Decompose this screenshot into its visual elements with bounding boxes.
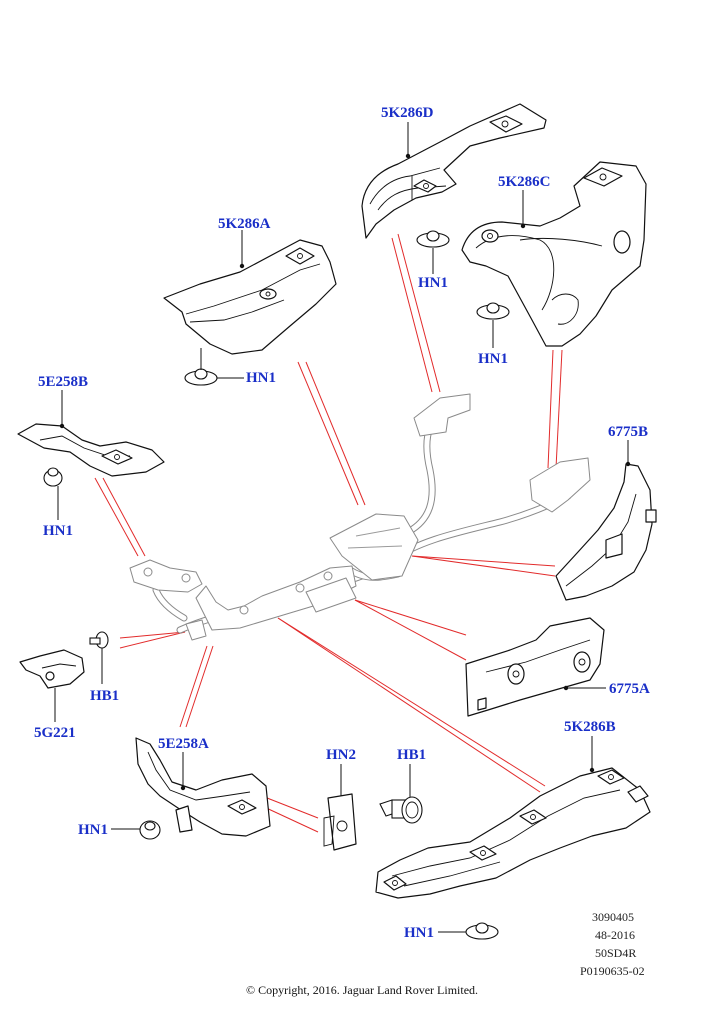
bracket-5g221 [19, 649, 85, 689]
label-5k286a: 5K286A [218, 216, 271, 232]
label-hn1-bottom: HN1 [404, 925, 434, 941]
label-hn1-5e258a: HN1 [78, 822, 108, 838]
bolt-hb1-left [89, 631, 109, 649]
heat-shield-5k286b [375, 767, 651, 899]
label-hb1-right: HB1 [397, 747, 427, 763]
label-5k286d: 5K286D [381, 105, 434, 121]
label-hn1-right: HN1 [478, 351, 508, 367]
heat-shield-6775b [555, 463, 657, 601]
bolt-hb1 [379, 796, 423, 824]
exhaust-assembly-ghost [129, 393, 591, 641]
label-5e258b: 5E258B [38, 374, 89, 390]
label-hb1-left: HB1 [90, 688, 120, 704]
label-hn2: HN2 [326, 747, 356, 763]
label-hn1-top: HN1 [418, 275, 448, 291]
label-5k286c: 5K286C [498, 174, 551, 190]
push-nuts-hn1 [43, 230, 510, 940]
label-5g221: 5G221 [34, 725, 76, 741]
label-hn1-left: HN1 [43, 523, 73, 539]
label-5k286b: 5K286B [564, 719, 616, 735]
reference-date: 48-2016 [595, 928, 635, 942]
bracket-5e258a [135, 737, 271, 837]
label-6775b: 6775B [608, 424, 649, 440]
label-6775a: 6775A [609, 681, 650, 697]
copyright-notice: © Copyright, 2016. Jaguar Land Rover Lim… [245, 983, 479, 997]
bracket-5e258b [17, 423, 165, 477]
label-hn1-5k286a: HN1 [246, 370, 276, 386]
leader-lines [54, 122, 631, 933]
reference-model: 50SD4R [595, 946, 637, 960]
heat-shield-5k286a [163, 239, 337, 355]
reference-number: 3090405 [592, 910, 634, 924]
reference-lines [94, 233, 563, 833]
clip-nut-hn2 [323, 793, 357, 851]
reference-part-code: P0190635-02 [580, 964, 645, 978]
heat-shield-5k286d [361, 103, 547, 239]
heat-shield-5k286c [461, 161, 647, 347]
label-5e258a: 5E258A [158, 736, 209, 752]
heat-shield-6775a [465, 617, 605, 717]
